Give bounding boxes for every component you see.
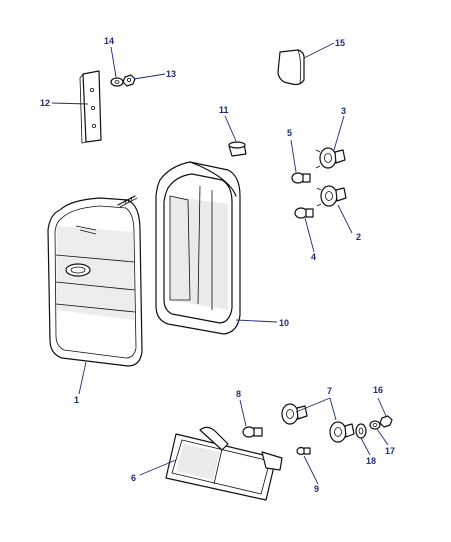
part-17-washer [369,420,381,430]
part-11-grommet [228,141,247,157]
part-6-lamp-unit [165,426,283,501]
part-15-cap [277,49,305,86]
part-13-nut [122,74,136,87]
callout-5: 5 [287,128,292,138]
part-2-bulb-holder [316,185,347,207]
part-1-lens [47,195,143,367]
callout-9: 9 [314,484,319,494]
callout-4: 4 [311,252,316,262]
part-3-bulb-holder [315,147,346,169]
callouts: 1 2 3 4 5 6 7 8 9 10 11 12 13 14 15 16 1… [40,36,395,494]
callout-16: 16 [373,385,383,395]
callout-1: 1 [74,395,79,405]
callout-17: 17 [385,446,395,456]
part-7-bulb-holder-a [281,403,308,425]
part-8-bulb [242,426,263,438]
part-7-bulb-holder-b [329,421,355,443]
callout-7: 7 [327,386,332,396]
callout-11: 11 [219,105,229,115]
part-5-bulb [291,172,311,184]
part-12-bracket [79,70,102,144]
callout-10: 10 [279,318,289,328]
leader-lines [51,42,389,485]
part-9-bulb [296,446,311,456]
part-14-washer [110,77,124,87]
callout-14: 14 [104,36,114,46]
part-10-housing [155,161,241,335]
callout-12: 12 [40,98,50,108]
part-16-nut [379,415,393,428]
callout-15: 15 [335,38,345,48]
callout-13: 13 [166,69,176,79]
callout-18: 18 [366,456,376,466]
part-4-bulb [294,207,314,219]
callout-6: 6 [131,473,136,483]
callout-3: 3 [341,106,346,116]
callout-8: 8 [236,389,241,399]
callout-2: 2 [356,232,361,242]
part-18-seal [355,423,367,439]
